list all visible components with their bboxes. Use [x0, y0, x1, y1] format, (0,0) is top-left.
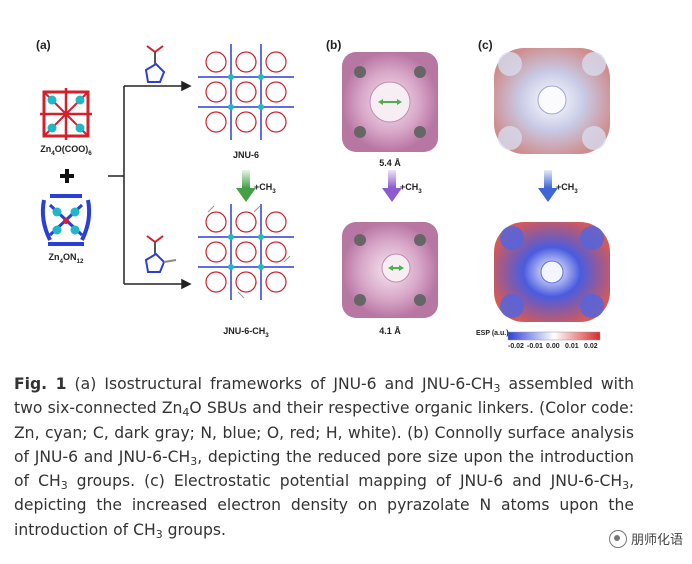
- bracket-arrows: [108, 80, 192, 290]
- esp-tick: -0.01: [527, 343, 543, 350]
- figure: (a) (b) (c) Zn4O(COO)6 Zn4ON12 JNU-6 JNU…: [36, 38, 610, 350]
- esp-colorbar: [507, 331, 601, 341]
- ch3-label-c: +CH3: [556, 182, 578, 195]
- esp-map-jnu6: [494, 48, 610, 154]
- methyl-linker-icon: [144, 235, 177, 273]
- panel-label-b: (b): [326, 38, 342, 52]
- zn4on-cluster: [40, 194, 92, 246]
- jnu6-label: JNU-6: [232, 150, 259, 160]
- figure-caption: Fig. 1 (a) Isostructural frameworks of J…: [14, 375, 634, 541]
- pore-size-jnu6-ch3: 4.1 Å: [379, 326, 401, 336]
- esp-map-jnu6-ch3: [494, 222, 610, 322]
- ch3-arrow-green: [236, 170, 256, 202]
- esp-tick: 0.01: [565, 343, 579, 350]
- ch3-arrow-blue: [538, 170, 558, 202]
- figure-graphic: [40, 44, 610, 341]
- connolly-surface-jnu6: [342, 52, 438, 152]
- zn4on-label: Zn4ON12: [48, 252, 84, 265]
- esp-tick: 0.00: [546, 343, 560, 350]
- pore-size-jnu6: 5.4 Å: [379, 158, 401, 168]
- connolly-surface-jnu6-ch3: [342, 222, 438, 318]
- ch3-label-a: +CH3: [254, 182, 276, 195]
- zn4o-cluster: [40, 88, 92, 140]
- ch3-label-b: +CH3: [400, 182, 422, 195]
- panel-label-c: (c): [478, 38, 493, 52]
- wechat-icon: [608, 529, 627, 548]
- watermark-text: 朋师化语: [630, 532, 683, 547]
- esp-tick: -0.02: [508, 343, 524, 350]
- plus-icon: [60, 169, 74, 183]
- ch3-arrow-purple: [382, 170, 402, 202]
- zn4o-label: Zn4O(COO)6: [40, 144, 92, 157]
- esp-tick: 0.02: [584, 343, 598, 350]
- jnu6-ch3-framework: [198, 204, 294, 300]
- linker-icon: [144, 45, 166, 83]
- jnu6-ch3-label: JNU-6-CH3: [223, 326, 269, 339]
- panel-label-a: (a): [36, 38, 51, 52]
- esp-title: ESP (a.u.): [476, 330, 509, 337]
- watermark: 朋师化语: [605, 529, 686, 548]
- jnu6-framework: [198, 44, 294, 140]
- figure-number: Fig. 1: [14, 375, 67, 393]
